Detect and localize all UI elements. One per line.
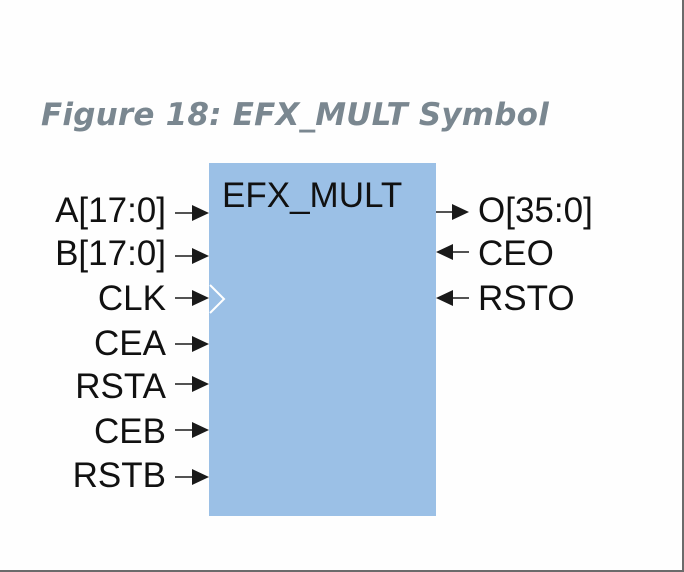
output-pin-label-ceo: CEO xyxy=(478,234,554,273)
efx-mult-block xyxy=(209,163,436,516)
input-pin-label-ceb: CEB xyxy=(94,412,166,451)
output-pin-label-rsto: RSTO xyxy=(478,279,575,318)
input-pin-label-clk: CLK xyxy=(97,279,166,318)
block-title: EFX_MULT xyxy=(222,176,403,215)
output-pin-label-o: O[35:0] xyxy=(478,191,593,230)
figure-caption: Figure 18: EFX_MULT Symbol xyxy=(41,97,549,133)
input-pin-label-rstb: RSTB xyxy=(72,456,166,495)
input-pin-label-rsta: RSTA xyxy=(75,367,166,406)
input-pin-label-cea: CEA xyxy=(94,324,166,363)
input-pin-label-b: B[17:0] xyxy=(55,234,166,273)
input-pin-label-a: A[17:0] xyxy=(55,191,166,230)
